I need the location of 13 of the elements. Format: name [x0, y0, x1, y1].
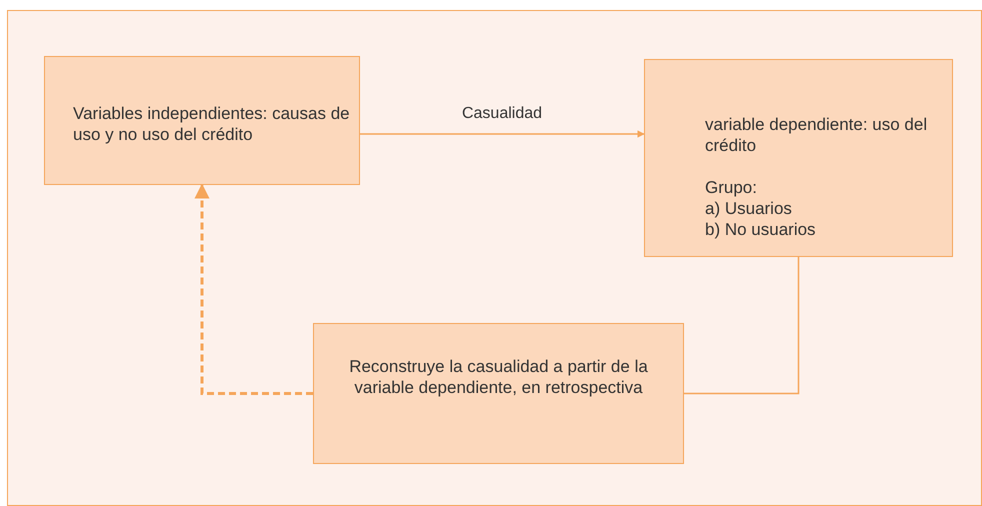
node-text: b) No usuarios — [705, 219, 817, 240]
node-text: a) Usuarios — [705, 198, 793, 219]
arrow — [360, 130, 645, 138]
connector-line — [684, 257, 800, 394]
node-text: Reconstruye la casualidad a partir de la variable dependiente, en retrospectiva — [348, 356, 649, 398]
arrow — [194, 184, 313, 395]
node-text: variable dependiente: uso del crédito — [705, 114, 928, 156]
process-box — [44, 56, 360, 185]
process-box — [313, 323, 684, 464]
node-text: Variables independientes: causas de uso y no uso del crédito — [73, 103, 351, 145]
process-box — [644, 59, 953, 257]
node-text: Grupo: — [705, 177, 758, 198]
edge-label: Casualidad — [460, 104, 544, 124]
